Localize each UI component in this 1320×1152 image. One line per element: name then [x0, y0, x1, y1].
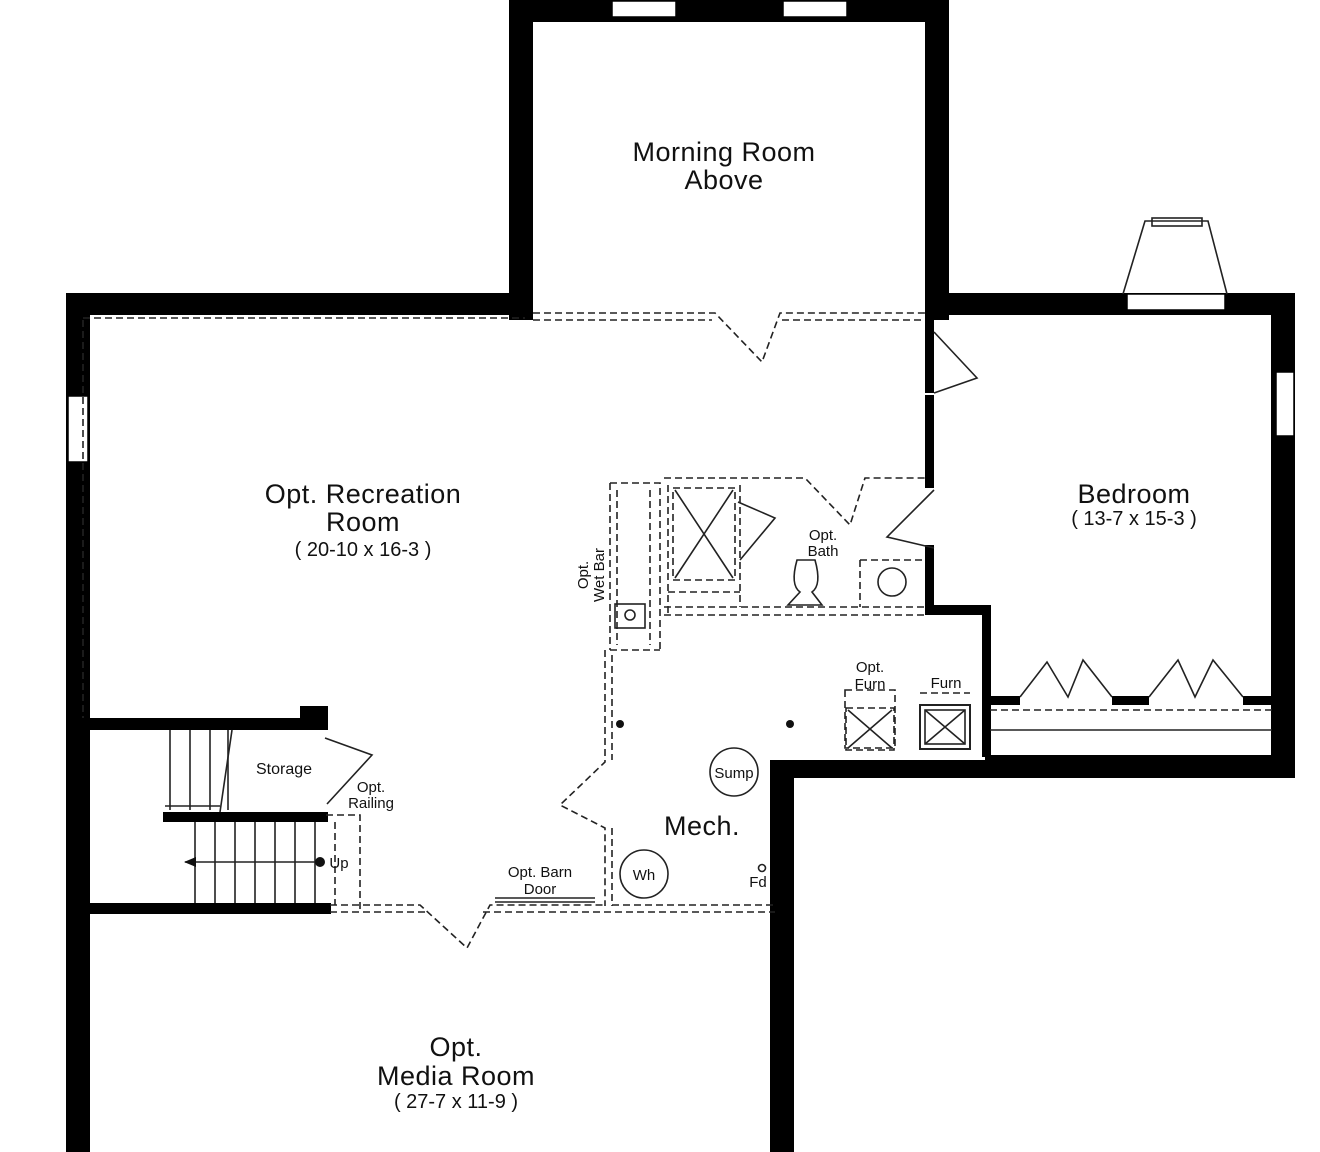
railing-label: Opt.: [357, 779, 385, 796]
fixtures: [614, 559, 971, 899]
media-room-label-2: Media Room: [377, 1061, 535, 1091]
bedroom-dims: ( 13-7 x 15-3 ): [1071, 508, 1197, 530]
water-heater-label: Wh: [633, 867, 656, 884]
walls: [66, 0, 1295, 1152]
storage-label: Storage: [256, 761, 312, 778]
media-room-label: Opt.: [429, 1032, 482, 1062]
bath-label: Opt.: [809, 527, 837, 544]
wet-bar-label: Opt.: [575, 561, 592, 589]
mech-label: Mech.: [664, 811, 740, 841]
floor-drain-label: Fd: [749, 874, 767, 891]
morning-room-label-2: Above: [684, 165, 763, 195]
stairs: [165, 729, 325, 903]
opt-furn-label-2: Furn: [855, 676, 886, 693]
windows: [67, 0, 1295, 463]
railing-label-2: Railing: [348, 795, 394, 812]
recreation-room-label-2: Room: [326, 507, 400, 537]
labels: Morning Room Above Opt. Recreation Room …: [256, 137, 1197, 1113]
fireplace: [1122, 217, 1228, 295]
bedroom-label: Bedroom: [1077, 479, 1190, 509]
wet-bar-label-2: Wet Bar: [591, 548, 608, 602]
bath-label-2: Bath: [808, 543, 839, 560]
doors: [324, 331, 1272, 903]
media-room-dims: ( 27-7 x 11-9 ): [394, 1091, 518, 1113]
sump-label: Sump: [714, 765, 753, 782]
stairs-up-label: Up: [329, 855, 348, 872]
furn-label: Furn: [931, 675, 962, 692]
opt-furn-label: Opt.: [856, 659, 884, 676]
morning-room-label: Morning Room: [632, 137, 815, 167]
barn-door-label: Opt. Barn: [508, 864, 572, 881]
dashed-lines: [82, 312, 1272, 950]
recreation-room-label: Opt. Recreation: [265, 479, 462, 509]
recreation-room-dims: ( 20-10 x 16-3 ): [295, 539, 432, 561]
barn-door-label-2: Door: [524, 881, 557, 898]
